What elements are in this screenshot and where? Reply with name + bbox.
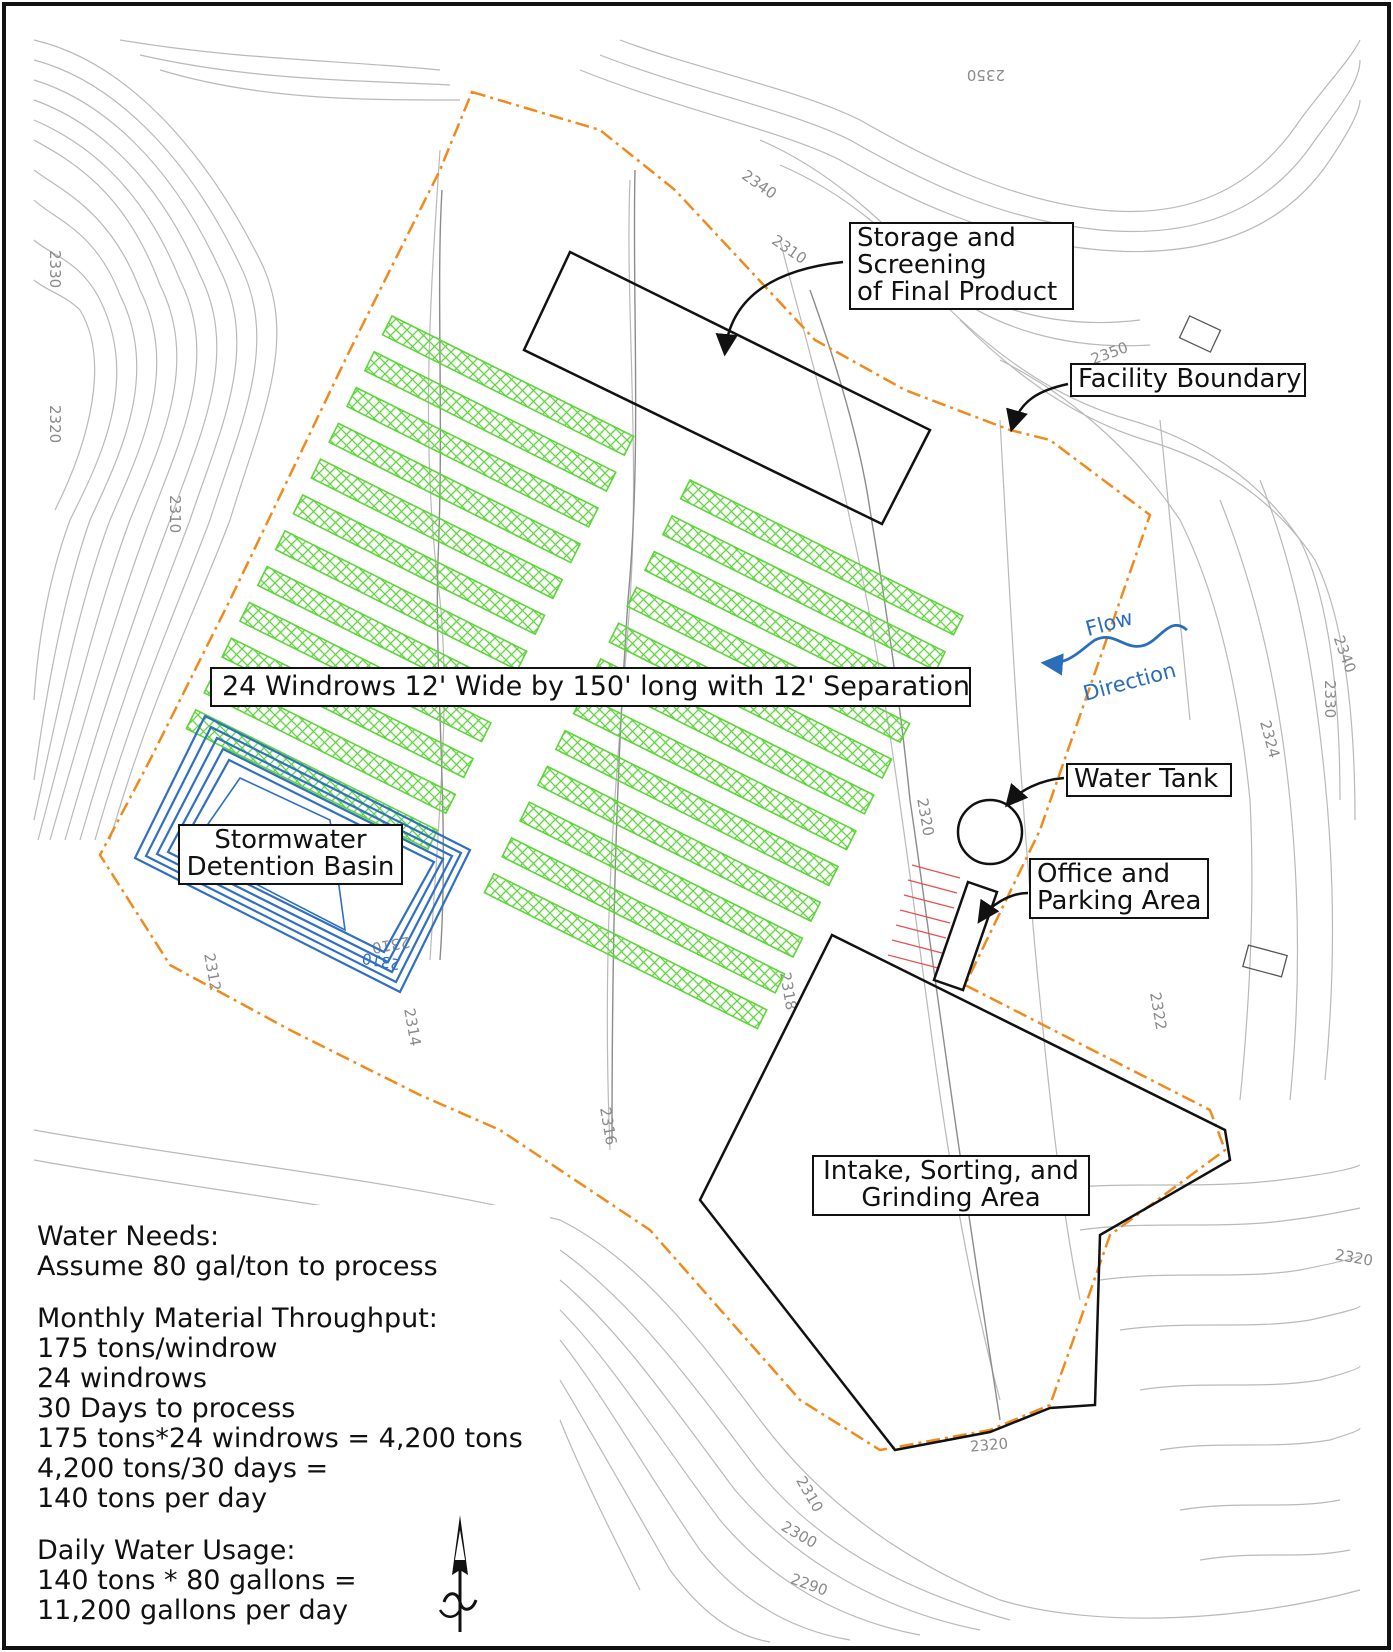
windrow-strip [185,708,439,851]
windrows-text: 24 Windrows 12' Wide by 150' long with 1… [222,671,970,702]
note-line: 140 tons per day [37,1483,268,1514]
note-line: 175 tons*24 windrows = 4,200 tons [37,1423,523,1454]
windrow-strip [345,386,600,528]
windrow-strip [536,765,822,923]
wavy-arrow-icon [1040,623,1188,676]
intake-line-1: Intake, Sorting, and [823,1156,1079,1186]
storage-label-line-2: Screening [857,250,987,280]
note-line: Water Needs: [37,1221,220,1252]
intake-area-label: Intake, Sorting, and Grinding Area [812,1155,1090,1216]
note-line: 140 tons * 80 gallons = [37,1565,357,1596]
windrow-strip [363,350,617,493]
note-line: 11,200 gallons per day [37,1595,349,1626]
windrow-strip [328,422,582,564]
windrow-strip [519,801,804,959]
daily-usage-block: Daily Water Usage: 140 tons * 80 gallons… [37,1536,547,1626]
contour-label: 2330 [1321,680,1339,718]
windrow-strip [501,836,786,994]
throughput-block: Monthly Material Throughput: 175 tons/wi… [37,1304,547,1514]
water-tank-symbol [956,798,1024,866]
note-line: 4,200 tons/30 days = [37,1453,329,1484]
contour-lines [33,39,1361,1643]
contour-label: 2320 [969,1434,1009,1455]
facility-boundary-line [98,90,1227,1452]
contour-label: 2310 [166,495,184,533]
note-line: Assume 80 gal/ton to process [37,1251,438,1282]
office-line-1: Office and [1037,859,1171,889]
windrow-strip [381,314,635,457]
contour-label: 2330 [46,250,64,288]
note-line: 175 tons/windrow [37,1333,278,1364]
north-arrow-icon [438,1515,478,1632]
facility-boundary-text: Facility Boundary [1078,364,1302,394]
existing-structures [1178,315,1288,978]
storage-screening-label: Storage and Screening of Final Product [849,222,1074,310]
windrow-strip [310,458,564,600]
windrow-group-left [185,314,635,851]
windrow-strip [203,672,457,815]
windrows-label: 24 Windrows 12' Wide by 150' long with 1… [210,667,971,707]
windrow-strip [292,493,546,636]
stormwater-line-2: Detention Basin [186,852,395,882]
water-needs-notes: Water Needs: Assume 80 gal/ton to proces… [37,1222,547,1648]
office-line-2: Parking Area [1037,886,1202,916]
note-line: Monthly Material Throughput: [37,1303,438,1334]
note-line: Daily Water Usage: [37,1535,296,1566]
water-tank-label: Water Tank [1066,763,1232,797]
storage-area-outline [522,250,932,526]
intake-line-2: Grinding Area [861,1183,1041,1213]
stormwater-line-1: Stormwater [214,825,367,855]
intake-area-outline [698,933,1232,1452]
leader-arrows [715,260,1069,924]
office-parking-label: Office and Parking Area [1029,858,1209,919]
contour-label: 2350 [967,66,1005,84]
storage-label-line-1: Storage and [857,223,1016,253]
stormwater-basin-label: Stormwater Detention Basin [178,824,403,885]
storage-label-line-3: of Final Product [857,277,1058,307]
water-tank-text: Water Tank [1074,764,1219,794]
windrow-strip [572,693,857,851]
windrow-strip [554,729,840,887]
parking-stripes [887,864,961,969]
windrow-strip [679,478,965,636]
windrow-strip [483,872,768,1030]
contour-label: 2320 [46,405,64,443]
facility-boundary-label: Facility Boundary [1070,363,1306,397]
water-needs-block: Water Needs: Assume 80 gal/ton to proces… [37,1222,547,1282]
note-line: 24 windrows [37,1363,207,1394]
note-line: 30 Days to process [37,1393,296,1424]
